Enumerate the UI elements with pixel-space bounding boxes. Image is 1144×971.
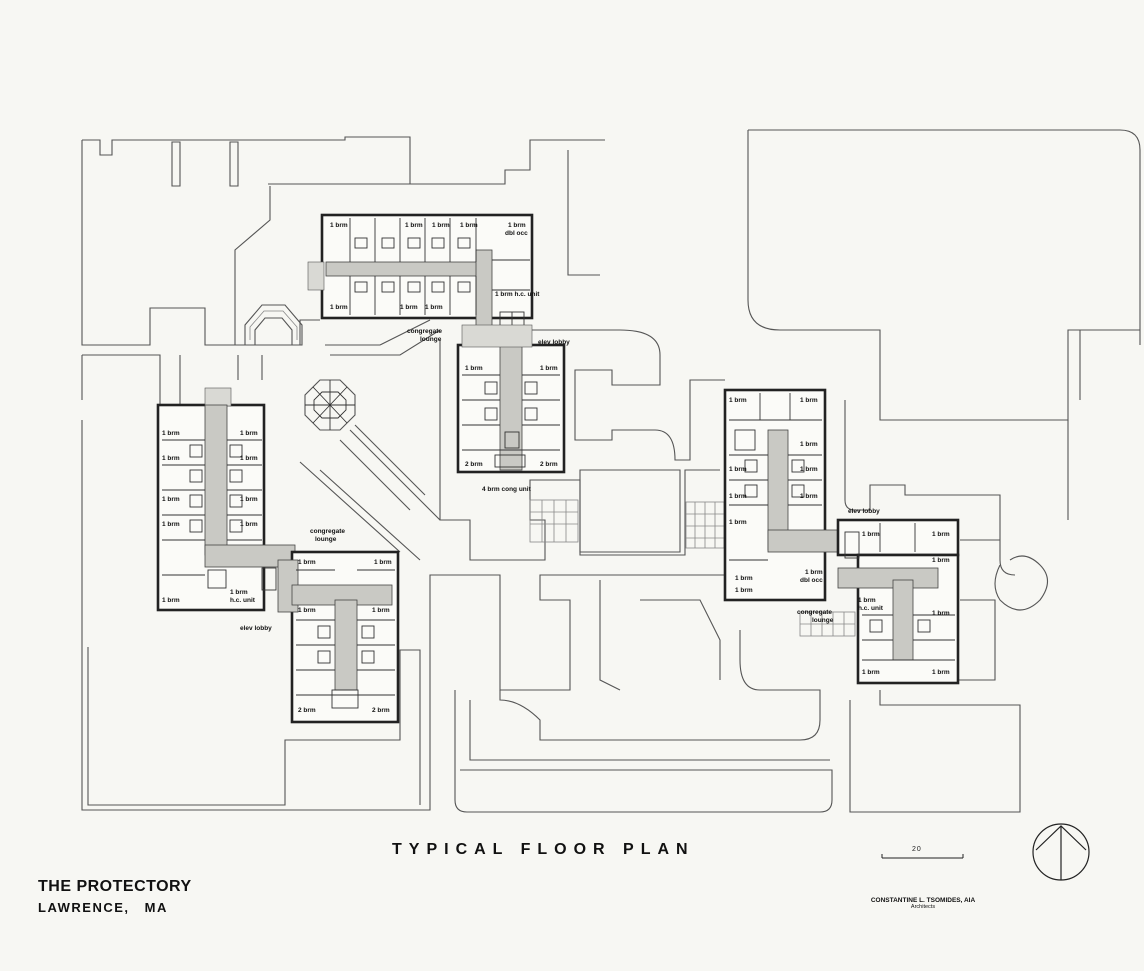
room-label: 1 brm — [162, 521, 180, 528]
room-label: 1 brm — [862, 531, 880, 538]
room-label: 1 brm — [540, 365, 558, 372]
room-label: 2 brm — [465, 461, 483, 468]
room-label: 1 brm — [162, 496, 180, 503]
room-label: 1 brm — [330, 304, 348, 311]
building-southwest-wing: 1 brm 1 brm 1 brm 1 brm 2 brm 2 brm — [277, 550, 400, 724]
room-label: 1 brm — [465, 365, 483, 372]
scale-bar — [881, 854, 964, 859]
room-label: 1 brm — [330, 222, 348, 229]
planter — [244, 304, 303, 346]
room-label: 1 brm — [805, 569, 823, 576]
room-label: elev lobby — [848, 508, 880, 515]
room-label: 1 brm — [858, 597, 876, 604]
gazebo — [304, 379, 356, 431]
room-label: 1 brm — [800, 397, 818, 404]
room-label: 4 brm cong unit — [482, 486, 532, 493]
room-label: 1 brm — [162, 430, 180, 437]
drawing-title: TYPICAL FLOOR PLAN — [392, 841, 695, 858]
room-label: 1 brm — [729, 493, 747, 500]
room-label: congregate — [407, 328, 442, 335]
room-label: 2 brm — [298, 707, 316, 714]
architect-block: CONSTANTINE L. TSOMIDES, AIA Architects — [848, 897, 998, 910]
room-label: lounge — [315, 536, 337, 543]
room-label: 1 brm — [508, 222, 526, 229]
room-label: 1 brm — [735, 575, 753, 582]
project-location: LAWRENCE, MA — [38, 900, 168, 915]
room-label: 1 brm — [432, 222, 450, 229]
room-label: 1 brm — [800, 466, 818, 473]
room-label: 1 brm — [425, 304, 443, 311]
site-lines — [81, 129, 1141, 813]
room-label: 1 brm — [240, 521, 258, 528]
room-label: 1 brm — [400, 304, 418, 311]
room-label: congregate — [310, 528, 345, 535]
paving — [529, 499, 856, 637]
room-label: 1 brm — [162, 455, 180, 462]
room-label: h.c. unit — [230, 597, 256, 604]
room-label: 1 brm — [729, 519, 747, 526]
room-label: 1 brm — [729, 466, 747, 473]
architect-role: Architects — [910, 904, 936, 910]
room-label: 1 brm — [735, 587, 753, 594]
room-label: dbl occ — [800, 577, 823, 584]
room-label: 1 brm — [298, 559, 316, 566]
room-label: elev lobby — [240, 625, 272, 632]
architect-name: CONSTANTINE L. TSOMIDES, AIA — [870, 897, 976, 904]
north-arrow-icon — [1032, 823, 1090, 881]
room-label: 1 brm — [298, 607, 316, 614]
scale-label: 20 — [912, 846, 922, 853]
room-label: 1 brm — [800, 493, 818, 500]
room-label: lounge — [420, 336, 442, 343]
room-label: 1 brm — [729, 397, 747, 404]
room-label: 1 brm — [405, 222, 423, 229]
room-label: 1 brm — [932, 610, 950, 617]
building-east-wing: 1 brm 1 brm 1 brm 1 brm 1 brm 1 brm 1 br… — [723, 388, 880, 624]
room-label: h.c. unit — [858, 605, 884, 612]
room-label: 1 brm — [240, 496, 258, 503]
room-label: 1 brm — [374, 559, 392, 566]
room-label: congregate — [797, 609, 832, 616]
room-label: 1 brm — [800, 441, 818, 448]
room-label: dbl occ — [505, 230, 528, 237]
room-label: 1 brm — [372, 607, 390, 614]
room-label: elev lobby — [538, 339, 570, 346]
room-label: 1 brm — [932, 669, 950, 676]
room-label: 2 brm — [372, 707, 390, 714]
room-label: 1 brm — [460, 222, 478, 229]
room-label: 1 brm — [162, 597, 180, 604]
room-label: 1 brm h.c. unit — [495, 291, 540, 298]
building-southeast-wing: 1 brm 1 brm 1 brm 1 brm h.c. unit 1 brm … — [836, 518, 960, 685]
room-label: 1 brm — [932, 531, 950, 538]
room-label: 2 brm — [540, 461, 558, 468]
project-name: THE PROTECTORY — [38, 878, 192, 895]
room-label: 1 brm — [230, 589, 248, 596]
room-label: 1 brm — [240, 455, 258, 462]
building-north-wing: 1 brm 1 brm 1 brm 1 brm 1 brm dbl occ 1 … — [307, 213, 540, 331]
room-label: lounge — [812, 617, 834, 624]
building-west-wing: 1 brm 1 brm 1 brm 1 brm 1 brm 1 brm 1 br… — [156, 387, 345, 632]
building-center-wing: 1 brm 1 brm 2 brm 2 brm 4 brm cong unit … — [407, 324, 570, 493]
room-label: 1 brm — [240, 430, 258, 437]
room-label: 1 brm — [862, 669, 880, 676]
room-label: 1 brm — [932, 557, 950, 564]
